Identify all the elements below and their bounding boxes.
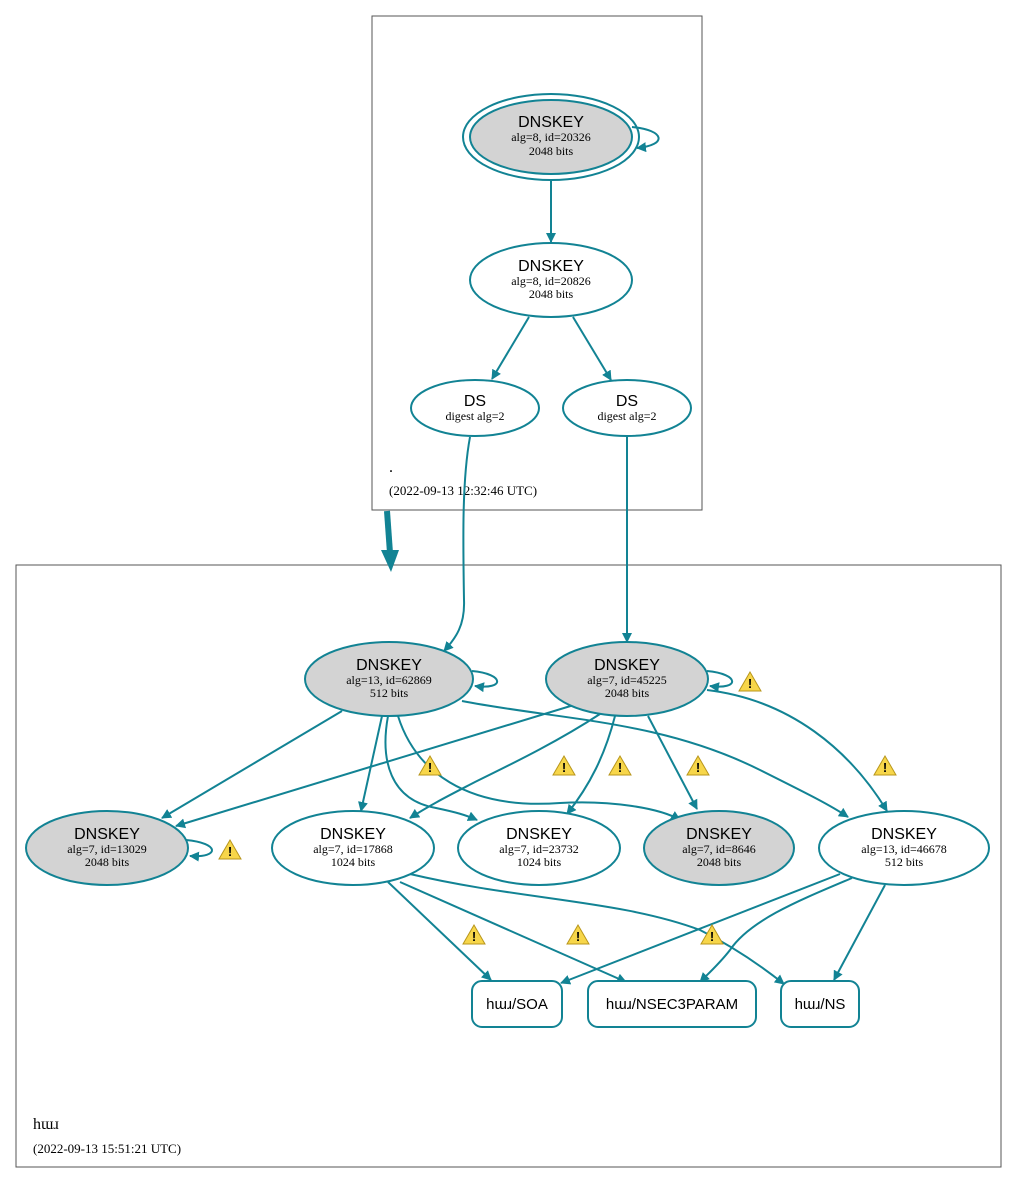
- node-title: DNSKEY: [506, 826, 572, 843]
- node-title: DNSKEY: [320, 826, 386, 843]
- delegation-edge: [384, 510, 393, 554]
- edge-17868-soa: [387, 881, 492, 981]
- edge-62869-17868: [358, 715, 383, 812]
- node-title: DS: [616, 393, 638, 410]
- edge-62869-self: [471, 670, 498, 693]
- node-dnskey-13029[interactable]: DNSKEY alg=7, id=13029 2048 bits: [25, 810, 189, 886]
- edge-46678-45225: [706, 689, 888, 812]
- rrset-nsec3param[interactable]: hɯɹ/NSEC3PARAM: [587, 980, 757, 1028]
- node-key-info: alg=7, id=13029: [67, 842, 147, 856]
- root-zone-date: (2022-09-13 12:32:46 UTC): [389, 483, 537, 498]
- edge-45225-self: [706, 670, 733, 693]
- child-zone-date: (2022-09-13 15:51:21 UTC): [33, 1141, 181, 1156]
- node-key-info: alg=13, id=46678: [861, 842, 947, 856]
- root-zone-box: [371, 15, 703, 511]
- edge-46678-ns: [833, 884, 886, 981]
- warning-icon: [218, 839, 242, 860]
- child-zone-name: hɯɹ: [33, 1116, 59, 1133]
- node-key-info: alg=7, id=8646: [682, 842, 756, 856]
- node-title: DNSKEY: [356, 657, 422, 674]
- edge-45225-13029: [175, 700, 588, 829]
- node-key-size: 2048 bits: [529, 144, 574, 158]
- edge-root-ksk-self: [631, 126, 660, 153]
- node-title: DNSKEY: [594, 657, 660, 674]
- edge-46678-nsec3param: [699, 877, 853, 983]
- rrset-label: hɯɹ/NS: [795, 996, 846, 1013]
- node-key-size: 2048 bits: [697, 855, 742, 869]
- node-title: DNSKEY: [686, 826, 752, 843]
- warning-icon: [462, 924, 486, 945]
- warning-icon: [608, 755, 632, 776]
- child-zone-box: [15, 564, 1002, 1168]
- node-key-info: alg=7, id=17868: [313, 842, 393, 856]
- rrset-ns[interactable]: hɯɹ/NS: [780, 980, 860, 1028]
- edge-62869-8646: [397, 715, 681, 821]
- node-root-ds-1[interactable]: DS digest alg=2: [410, 379, 540, 437]
- edge-13029-self: [185, 839, 213, 862]
- warning-icon: [566, 924, 590, 945]
- edge-17868-nsec3param: [399, 881, 627, 983]
- rrset-label: hɯɹ/SOA: [486, 996, 548, 1013]
- node-key-size: 1024 bits: [517, 855, 562, 869]
- node-key-info: alg=8, id=20826: [511, 274, 591, 288]
- edge-ds1-62869: [443, 436, 471, 652]
- node-title: DS: [464, 393, 486, 410]
- edge-root-zsk-ds1: [491, 316, 530, 380]
- node-title: DNSKEY: [518, 258, 584, 275]
- node-key-info: alg=7, id=45225: [587, 673, 667, 687]
- node-digest-info: digest alg=2: [597, 409, 656, 423]
- warning-icon: [686, 755, 710, 776]
- child-edges: [161, 670, 888, 985]
- node-title: DNSKEY: [74, 826, 140, 843]
- node-key-size: 2048 bits: [529, 287, 574, 301]
- rrset-label: hɯɹ/NSEC3PARAM: [606, 996, 738, 1013]
- edge-45225-23732: [566, 715, 616, 815]
- node-dnskey-8646[interactable]: DNSKEY alg=7, id=8646 2048 bits: [643, 810, 795, 886]
- delegation-arrowhead: [381, 550, 399, 572]
- root-edges: [443, 126, 660, 652]
- node-dnskey-23732[interactable]: DNSKEY alg=7, id=23732 1024 bits: [457, 810, 621, 886]
- rrset-soa[interactable]: hɯɹ/SOA: [471, 980, 563, 1028]
- node-dnskey-46678[interactable]: DNSKEY alg=13, id=46678 512 bits: [818, 810, 990, 886]
- edge-45225-8646: [647, 715, 698, 810]
- node-title: DNSKEY: [518, 114, 584, 131]
- edge-62869-23732: [384, 715, 478, 821]
- node-key-size: 2048 bits: [85, 855, 130, 869]
- node-root-dnskey-20326[interactable]: DNSKEY alg=8, id=20326 2048 bits: [462, 93, 640, 181]
- edge-45225-17868: [409, 713, 601, 819]
- node-key-info: alg=7, id=23732: [499, 842, 579, 856]
- node-key-size: 512 bits: [370, 686, 409, 700]
- node-key-size: 2048 bits: [605, 686, 650, 700]
- node-key-size: 1024 bits: [331, 855, 376, 869]
- node-title: DNSKEY: [871, 826, 937, 843]
- edge-root-zsk-ds2: [572, 316, 612, 381]
- warning-icon: [738, 671, 762, 692]
- node-root-dnskey-20826[interactable]: DNSKEY alg=8, id=20826 2048 bits: [469, 242, 633, 318]
- warning-icon: [873, 755, 897, 776]
- node-digest-info: digest alg=2: [445, 409, 504, 423]
- edge-62869-46678: [461, 700, 849, 818]
- edge-46678-soa: [560, 873, 841, 985]
- node-dnskey-45225[interactable]: DNSKEY alg=7, id=45225 2048 bits: [545, 641, 709, 717]
- node-key-info: alg=13, id=62869: [346, 673, 432, 687]
- edge-17868-ns: [409, 873, 785, 985]
- edge-62869-13029: [161, 710, 343, 819]
- node-dnskey-62869[interactable]: DNSKEY alg=13, id=62869 512 bits: [304, 641, 474, 717]
- node-dnskey-17868[interactable]: DNSKEY alg=7, id=17868 1024 bits: [271, 810, 435, 886]
- root-zone-name: .: [389, 459, 393, 476]
- node-root-ds-2[interactable]: DS digest alg=2: [562, 379, 692, 437]
- warning-icon: [552, 755, 576, 776]
- node-key-info: alg=8, id=20326: [511, 130, 591, 144]
- node-key-size: 512 bits: [885, 855, 924, 869]
